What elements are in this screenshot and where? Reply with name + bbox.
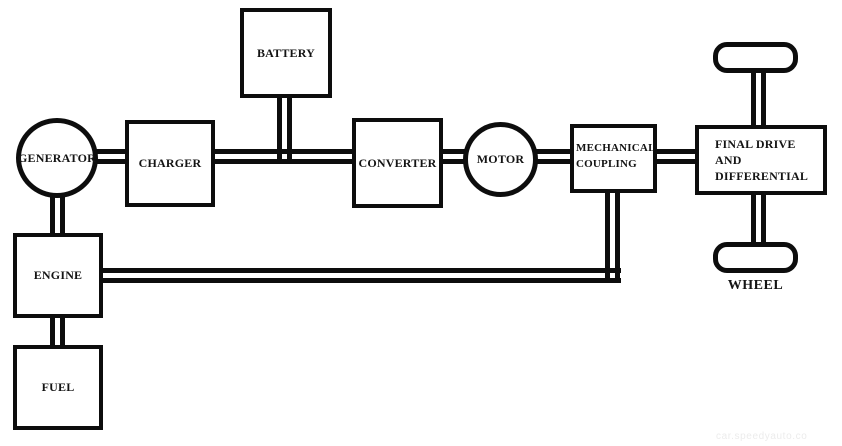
edge-final-drive-to-wheel-top [751, 71, 766, 127]
converter-node: CONVERTER [352, 118, 443, 208]
final-drive-label-line2: AND [715, 153, 742, 167]
mechanical-coupling-label-line1: MECHANICAL [576, 141, 656, 154]
generator-label: GENERATOR [17, 150, 97, 165]
wheel-bottom-node [713, 242, 798, 273]
battery-label: BATTERY [256, 45, 316, 60]
motor-node: MOTOR [463, 122, 538, 197]
generator-node: GENERATOR [16, 118, 98, 198]
fuel-label: FUEL [41, 380, 75, 394]
motor-label: MOTOR [476, 152, 525, 166]
mechanical-coupling-node: MECHANICAL COUPLING [570, 124, 657, 193]
edge-mechanical-coupling-drop [605, 191, 620, 283]
edge-engine-to-mechanical-coupling [100, 268, 621, 283]
edge-engine-to-fuel [50, 314, 65, 347]
final-drive-label-line3: DIFFERENTIAL [715, 169, 809, 183]
engine-node: ENGINE [13, 233, 103, 318]
watermark-text: car.speedyauto.co [716, 431, 808, 442]
charger-label: CHARGER [138, 156, 202, 170]
edge-generator-to-charger [94, 149, 129, 164]
engine-label: ENGINE [33, 268, 83, 282]
edge-charger-to-converter [211, 149, 356, 164]
edge-mechanical-coupling-to-final-drive [653, 149, 699, 164]
edge-generator-to-engine [50, 195, 65, 235]
edge-converter-to-motor [439, 149, 467, 164]
charger-node: CHARGER [125, 120, 215, 207]
fuel-node: FUEL [13, 345, 103, 430]
final-drive-node: FINAL DRIVE AND DIFFERENTIAL [695, 125, 827, 195]
edge-motor-to-mechanical-coupling [533, 149, 574, 164]
final-drive-label-line1: FINAL DRIVE [715, 137, 796, 151]
edge-battery-to-bus [277, 96, 292, 164]
converter-label: CONVERTER [358, 155, 437, 170]
wheel-top-node [713, 42, 798, 73]
battery-node: BATTERY [240, 8, 332, 98]
wheel-caption: WHEEL [727, 278, 784, 293]
edge-final-drive-to-wheel-bottom [751, 193, 766, 244]
mechanical-coupling-label-line2: COUPLING [576, 157, 637, 170]
